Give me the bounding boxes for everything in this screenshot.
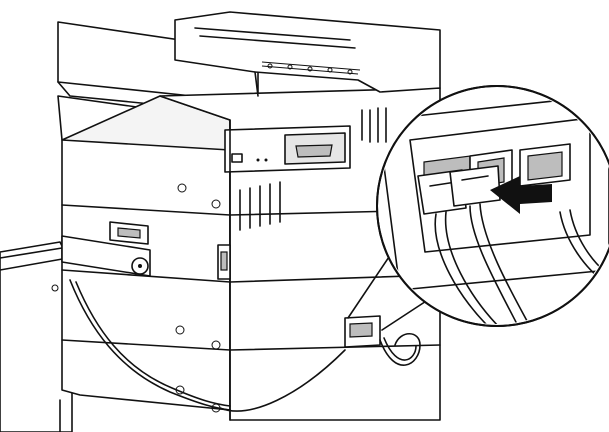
side-cable bbox=[61, 221, 346, 412]
magnifier-callout bbox=[347, 85, 609, 331]
bottom-cable bbox=[379, 332, 421, 366]
